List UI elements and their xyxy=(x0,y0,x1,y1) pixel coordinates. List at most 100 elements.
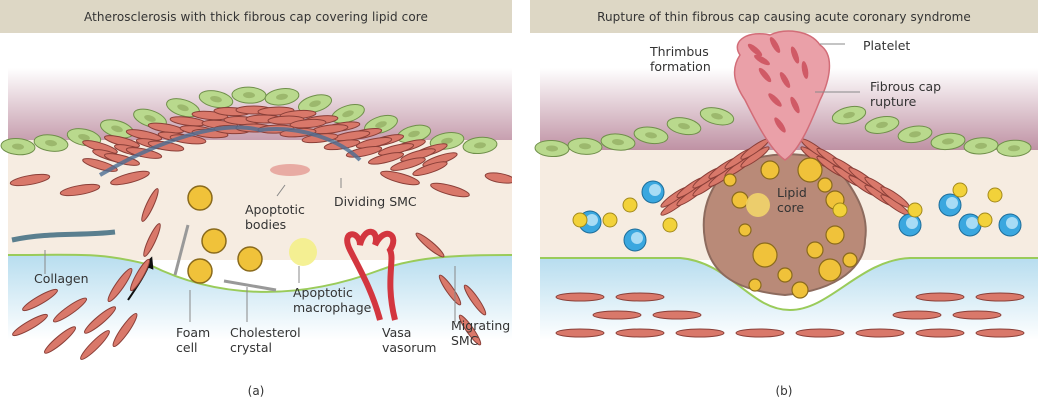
foam-cell xyxy=(738,223,752,237)
smooth-muscle-cell xyxy=(795,328,845,338)
smooth-muscle-cell xyxy=(975,292,1025,302)
yellow-cell xyxy=(832,202,848,218)
endothelial-nucleus xyxy=(210,96,222,103)
label-thrombus-formation: Thrimbus formation xyxy=(650,44,711,74)
yellow-cell xyxy=(977,212,993,228)
endothelial-nucleus xyxy=(942,138,954,145)
label-fibrous-cap-rupture: Fibrous cap rupture xyxy=(870,79,942,109)
blue-cell-nucleus xyxy=(649,184,661,196)
apoptotic-macrophage-icon xyxy=(289,238,317,266)
panel-a: Atherosclerosis with thick fibrous cap c… xyxy=(0,0,512,408)
endothelial-nucleus xyxy=(78,134,90,141)
foam-cell xyxy=(731,191,749,209)
vasa-vasorum-icon xyxy=(344,228,398,321)
foam-cell xyxy=(237,246,263,272)
leader-lines xyxy=(815,43,860,93)
foam-cell xyxy=(806,241,824,259)
smooth-muscle-cell xyxy=(415,232,445,258)
smooth-muscle-cell xyxy=(430,182,470,198)
endothelial-nucleus xyxy=(546,145,558,152)
smooth-muscle-cell xyxy=(555,328,605,338)
endothelial-nucleus xyxy=(276,93,288,100)
smooth-muscle-cell xyxy=(22,288,58,312)
smooth-muscle-cell xyxy=(289,118,327,129)
smooth-muscle-cell xyxy=(735,328,785,338)
smooth-muscle-cell xyxy=(952,310,1002,320)
label-migrating-smc: Migrating SMC xyxy=(451,318,511,348)
smooth-muscle-cell xyxy=(380,170,420,186)
collagen-fiber xyxy=(11,229,116,243)
yellow-cell xyxy=(907,202,923,218)
label-dividing-smc: Dividing SMC xyxy=(334,194,417,209)
yellow-cell xyxy=(602,212,618,228)
smooth-muscle-cell xyxy=(110,170,150,186)
panel-a-title: Atherosclerosis with thick fibrous cap c… xyxy=(0,0,512,33)
media-layer xyxy=(540,258,1038,340)
smooth-muscle-cell xyxy=(484,172,512,184)
foam-cell xyxy=(187,185,213,211)
label-lipid-core: Lipid core xyxy=(777,185,807,215)
blue-cell-nucleus xyxy=(586,214,598,226)
smooth-muscle-cell xyxy=(652,310,702,320)
foam-cells xyxy=(187,185,263,284)
endothelial-nucleus xyxy=(678,123,690,130)
panel-a-caption: (a) xyxy=(247,384,265,398)
endothelial-nucleus xyxy=(12,143,24,150)
label-collagen: Collagen xyxy=(34,271,89,286)
endothelium xyxy=(534,105,1032,157)
blue-cell-nucleus xyxy=(906,217,918,229)
smooth-muscle-cell xyxy=(52,297,88,323)
endothelial-nucleus xyxy=(243,92,255,99)
platelet xyxy=(768,93,782,107)
label-apoptotic-bodies: Apoptotic bodies xyxy=(245,202,305,232)
platelet xyxy=(754,54,770,66)
endothelium xyxy=(0,86,498,156)
smooth-muscle-cell xyxy=(855,328,905,338)
endothelial-nucleus xyxy=(342,110,354,118)
blue-cell-nucleus xyxy=(1006,217,1018,229)
label-vasa-vasorum: Vasa vasorum xyxy=(382,325,437,355)
foam-cell xyxy=(818,258,842,282)
internal-elastic-lamina xyxy=(540,257,1038,312)
smooth-muscle-cells xyxy=(555,292,1025,338)
smooth-muscle-cell xyxy=(367,152,405,165)
panel-a-illustration xyxy=(0,68,512,360)
panel-b-title: Rupture of thin fibrous cap causing acut… xyxy=(530,0,1038,33)
smooth-muscle-cell xyxy=(130,258,150,292)
smooth-muscle-cell xyxy=(458,314,482,346)
platelet xyxy=(769,37,781,53)
smooth-muscle-cell xyxy=(80,330,110,360)
smooth-muscle-cell xyxy=(592,310,642,320)
endothelial-nucleus xyxy=(309,100,321,107)
platelet xyxy=(790,46,800,64)
endothelial-nucleus xyxy=(876,121,888,129)
yellow-cell xyxy=(987,187,1003,203)
panel-b: Rupture of thin fibrous cap causing acut… xyxy=(530,0,1038,408)
smooth-muscle-cell xyxy=(915,328,965,338)
foam-cell xyxy=(825,225,845,245)
smooth-muscle-cell xyxy=(143,223,161,257)
blue-cell-nucleus xyxy=(946,197,958,209)
smooth-muscle-cell xyxy=(390,157,426,171)
platelet xyxy=(801,61,809,79)
foam-cell xyxy=(723,173,737,187)
foam-cell xyxy=(748,278,762,292)
endothelial-nucleus xyxy=(909,131,921,138)
collagen-fiber xyxy=(98,125,362,177)
fibrous-cap xyxy=(660,138,910,216)
smooth-muscle-cell xyxy=(555,292,605,302)
label-platelet: Platelet xyxy=(863,38,911,53)
smooth-muscle-cell xyxy=(12,313,48,337)
endothelial-nucleus xyxy=(579,143,591,150)
smooth-muscle-cell xyxy=(463,284,487,316)
smooth-muscle-cell xyxy=(141,188,159,222)
smooth-muscle-cells xyxy=(9,170,512,360)
smooth-muscle-cell xyxy=(615,328,665,338)
yellow-cell xyxy=(952,182,968,198)
label-cholesterol-crystal: Cholesterol crystal xyxy=(230,325,301,355)
blue-cell-nucleus xyxy=(966,217,978,229)
endothelial-nucleus xyxy=(612,139,624,146)
cholesterol-crystal xyxy=(173,224,190,276)
endothelial-nucleus xyxy=(45,140,57,147)
smooth-muscle-cell xyxy=(9,173,51,187)
